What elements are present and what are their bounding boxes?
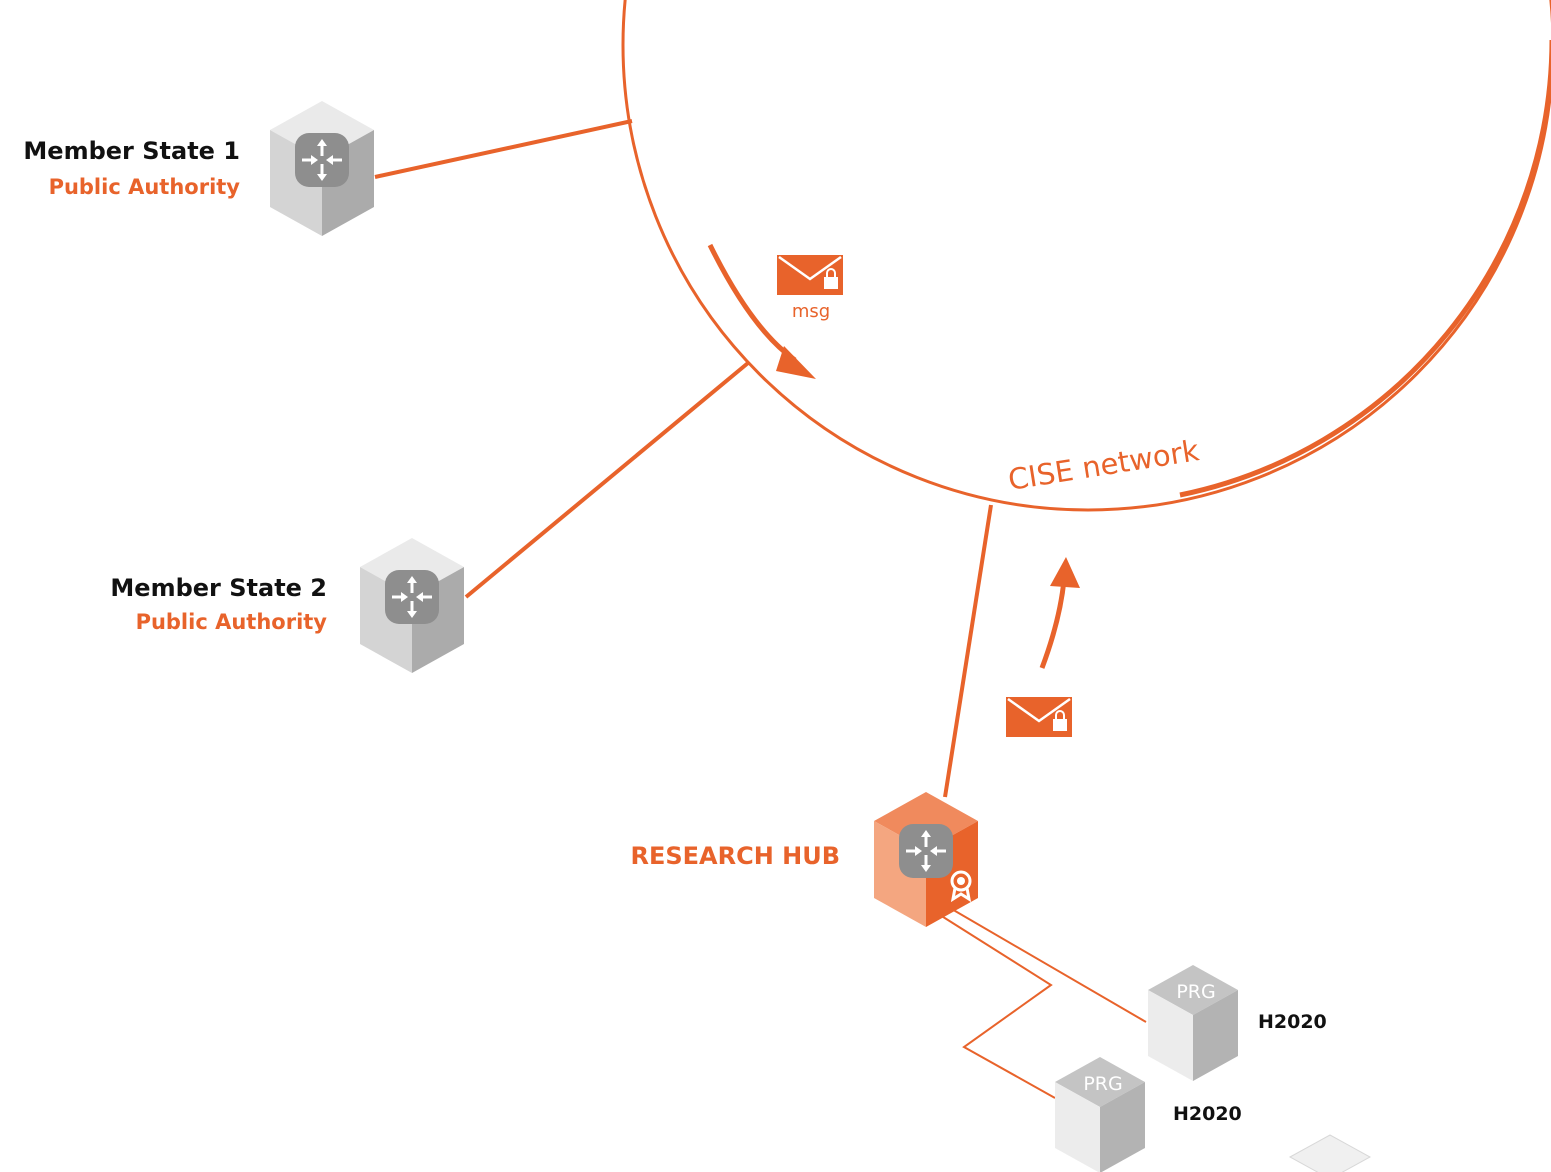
- project-2-node[interactable]: PRG: [1055, 1057, 1145, 1172]
- project-2-badge: PRG: [1083, 1073, 1122, 1095]
- arrow-outbound-icon: [1039, 579, 1067, 669]
- router-icon: [897, 822, 955, 880]
- network-label: CISE network: [1006, 433, 1202, 497]
- partial-node: [1288, 1134, 1372, 1172]
- member-state-2-node[interactable]: [360, 538, 464, 673]
- member-state-1-node[interactable]: [270, 101, 374, 236]
- project-1-label: H2020: [1258, 1011, 1327, 1033]
- router-icon: [383, 568, 441, 626]
- msg-label: msg: [792, 301, 830, 322]
- member-state-2-title: Member State 2: [110, 574, 327, 602]
- member-state-1-subtitle: Public Authority: [49, 175, 241, 199]
- cise-network-ring: [621, 0, 1551, 512]
- link-hub-project-1: [949, 907, 1147, 1023]
- cise-network-ring-thick-segment: [1179, 39, 1551, 498]
- link-hub-project-2: [939, 914, 1056, 1099]
- research-hub-title: RESEARCH HUB: [630, 842, 840, 870]
- project-1-badge: PRG: [1176, 981, 1215, 1003]
- project-2-label: H2020: [1173, 1103, 1242, 1125]
- link-member-state-2: [464, 361, 750, 599]
- link-research-hub: [943, 504, 993, 798]
- link-member-state-1: [374, 119, 633, 179]
- arrow-inbound-head-icon: [776, 346, 816, 379]
- certificate-icon: [950, 870, 972, 903]
- research-hub-node[interactable]: [874, 792, 978, 927]
- envelope-lock-icon: [775, 253, 845, 297]
- member-state-1-title: Member State 1: [23, 137, 240, 165]
- arrow-outbound-head-icon: [1050, 557, 1080, 588]
- envelope-lock-icon-2: [1004, 695, 1074, 739]
- member-state-2-subtitle: Public Authority: [136, 610, 328, 634]
- router-icon: [293, 131, 351, 189]
- project-1-node[interactable]: PRG: [1148, 965, 1238, 1081]
